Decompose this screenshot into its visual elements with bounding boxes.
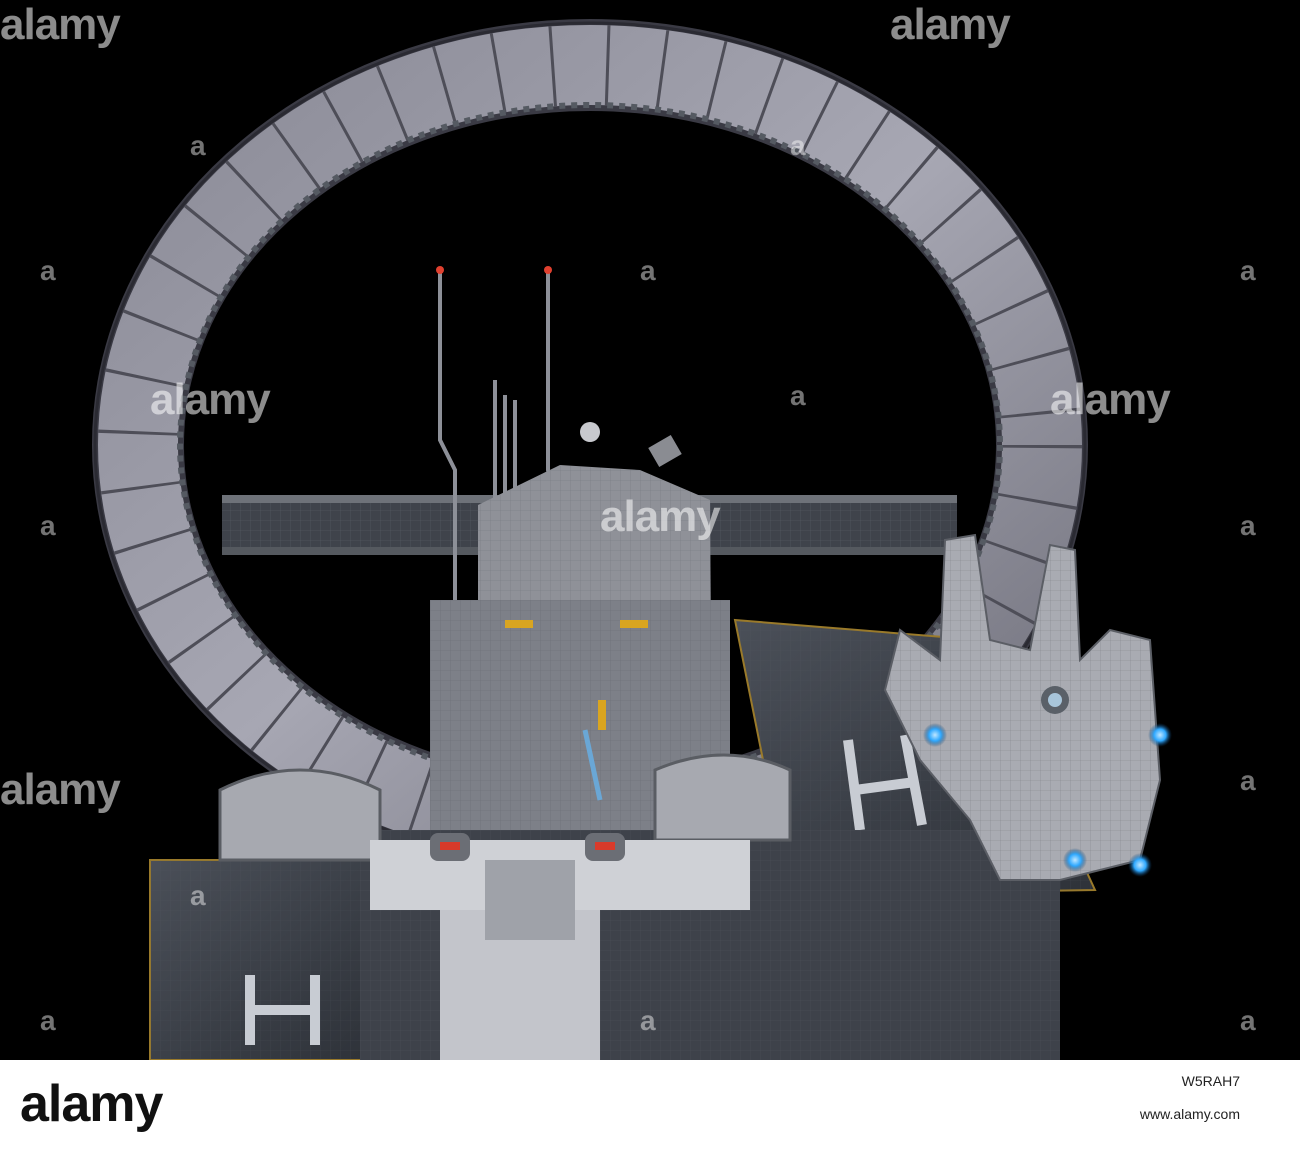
stock-footer: alamy W5RAH7 www.alamy.com xyxy=(0,1060,1300,1153)
spaceship xyxy=(883,533,1162,881)
space-station-scene xyxy=(92,19,1172,1060)
front-console xyxy=(370,729,750,940)
engine-glow xyxy=(923,723,1172,877)
landing-pad-left xyxy=(149,859,371,1060)
image-id: W5RAH7 xyxy=(1181,1073,1240,1089)
solar-panel xyxy=(648,434,682,468)
antenna-light xyxy=(544,266,552,274)
footer-url[interactable]: www.alamy.com xyxy=(1139,1106,1240,1122)
radar-dishes xyxy=(218,753,792,862)
antenna-light xyxy=(436,266,444,274)
footer-logo[interactable]: alamy xyxy=(20,1075,163,1133)
sensor-dish xyxy=(580,422,600,442)
